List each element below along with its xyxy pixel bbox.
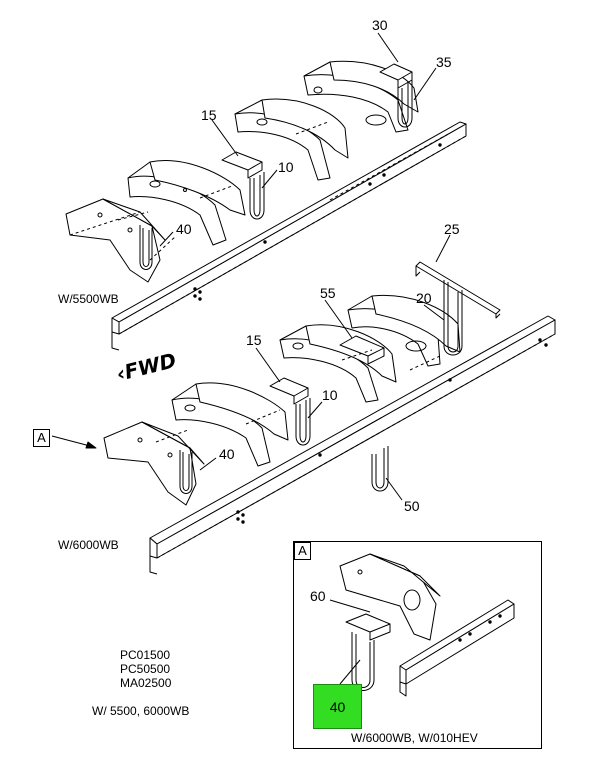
mid-bracket-40 (179, 450, 193, 494)
caption-6000wb: W/6000WB (58, 538, 119, 552)
highlighted-part-40: 40 (313, 684, 362, 729)
callout-20: 20 (416, 290, 432, 306)
caption-5500wb: W/5500WB (58, 292, 119, 306)
top-bracket-40 (139, 225, 177, 270)
view-a-arrow (51, 435, 97, 449)
mid-crossmember-2 (171, 382, 289, 467)
inset-bracket (345, 613, 391, 691)
mid-bracket-55 (339, 335, 385, 365)
callout-30: 30 (372, 17, 388, 33)
callout-40-mid: 40 (219, 446, 235, 462)
code-pc50500: PC50500 (120, 662, 171, 676)
callout-50: 50 (404, 498, 420, 514)
callout-25: 25 (444, 221, 460, 237)
mid-crossmember-3 (279, 324, 397, 403)
top-dashed-guides (117, 121, 329, 221)
mid-bracket-25-20 (415, 261, 501, 356)
callout-40-top: 40 (176, 221, 192, 237)
callout-10-top: 10 (278, 159, 294, 175)
code-ma02500: MA02500 (120, 676, 172, 690)
applicability-note: W/ 5500, 6000WB (92, 704, 190, 718)
callout-55: 55 (320, 285, 336, 301)
inset-a-label: A (294, 542, 311, 560)
view-a-reference: A (33, 429, 50, 447)
mid-dashed-guides (155, 349, 441, 443)
top-crossmember-front (65, 198, 166, 283)
callout-35: 35 (436, 54, 452, 70)
inset-crossmember (339, 553, 441, 641)
callout-60: 60 (310, 588, 326, 604)
inset-detail-a (293, 541, 542, 749)
callout-10-mid: 10 (322, 387, 338, 403)
top-bracket-15-10 (221, 151, 265, 220)
top-bracket-30-35 (379, 63, 413, 128)
mid-bracket-50 (371, 446, 389, 492)
caption-inset: W/6000WB, W/010HEV (351, 731, 478, 745)
callout-15-mid: 15 (246, 332, 262, 348)
top-crossmember-2 (127, 160, 246, 246)
mid-crossmember-front (103, 421, 205, 506)
mid-frame-rail (149, 315, 556, 575)
mid-bracket-15-10 (269, 377, 311, 446)
code-pc01500: PC01500 (120, 648, 171, 662)
top-frame-rail (111, 121, 467, 351)
inset-rail (399, 599, 515, 697)
callout-15-top: 15 (201, 107, 217, 123)
top-crossmember-3 (234, 98, 349, 181)
leader-lines (159, 32, 451, 685)
